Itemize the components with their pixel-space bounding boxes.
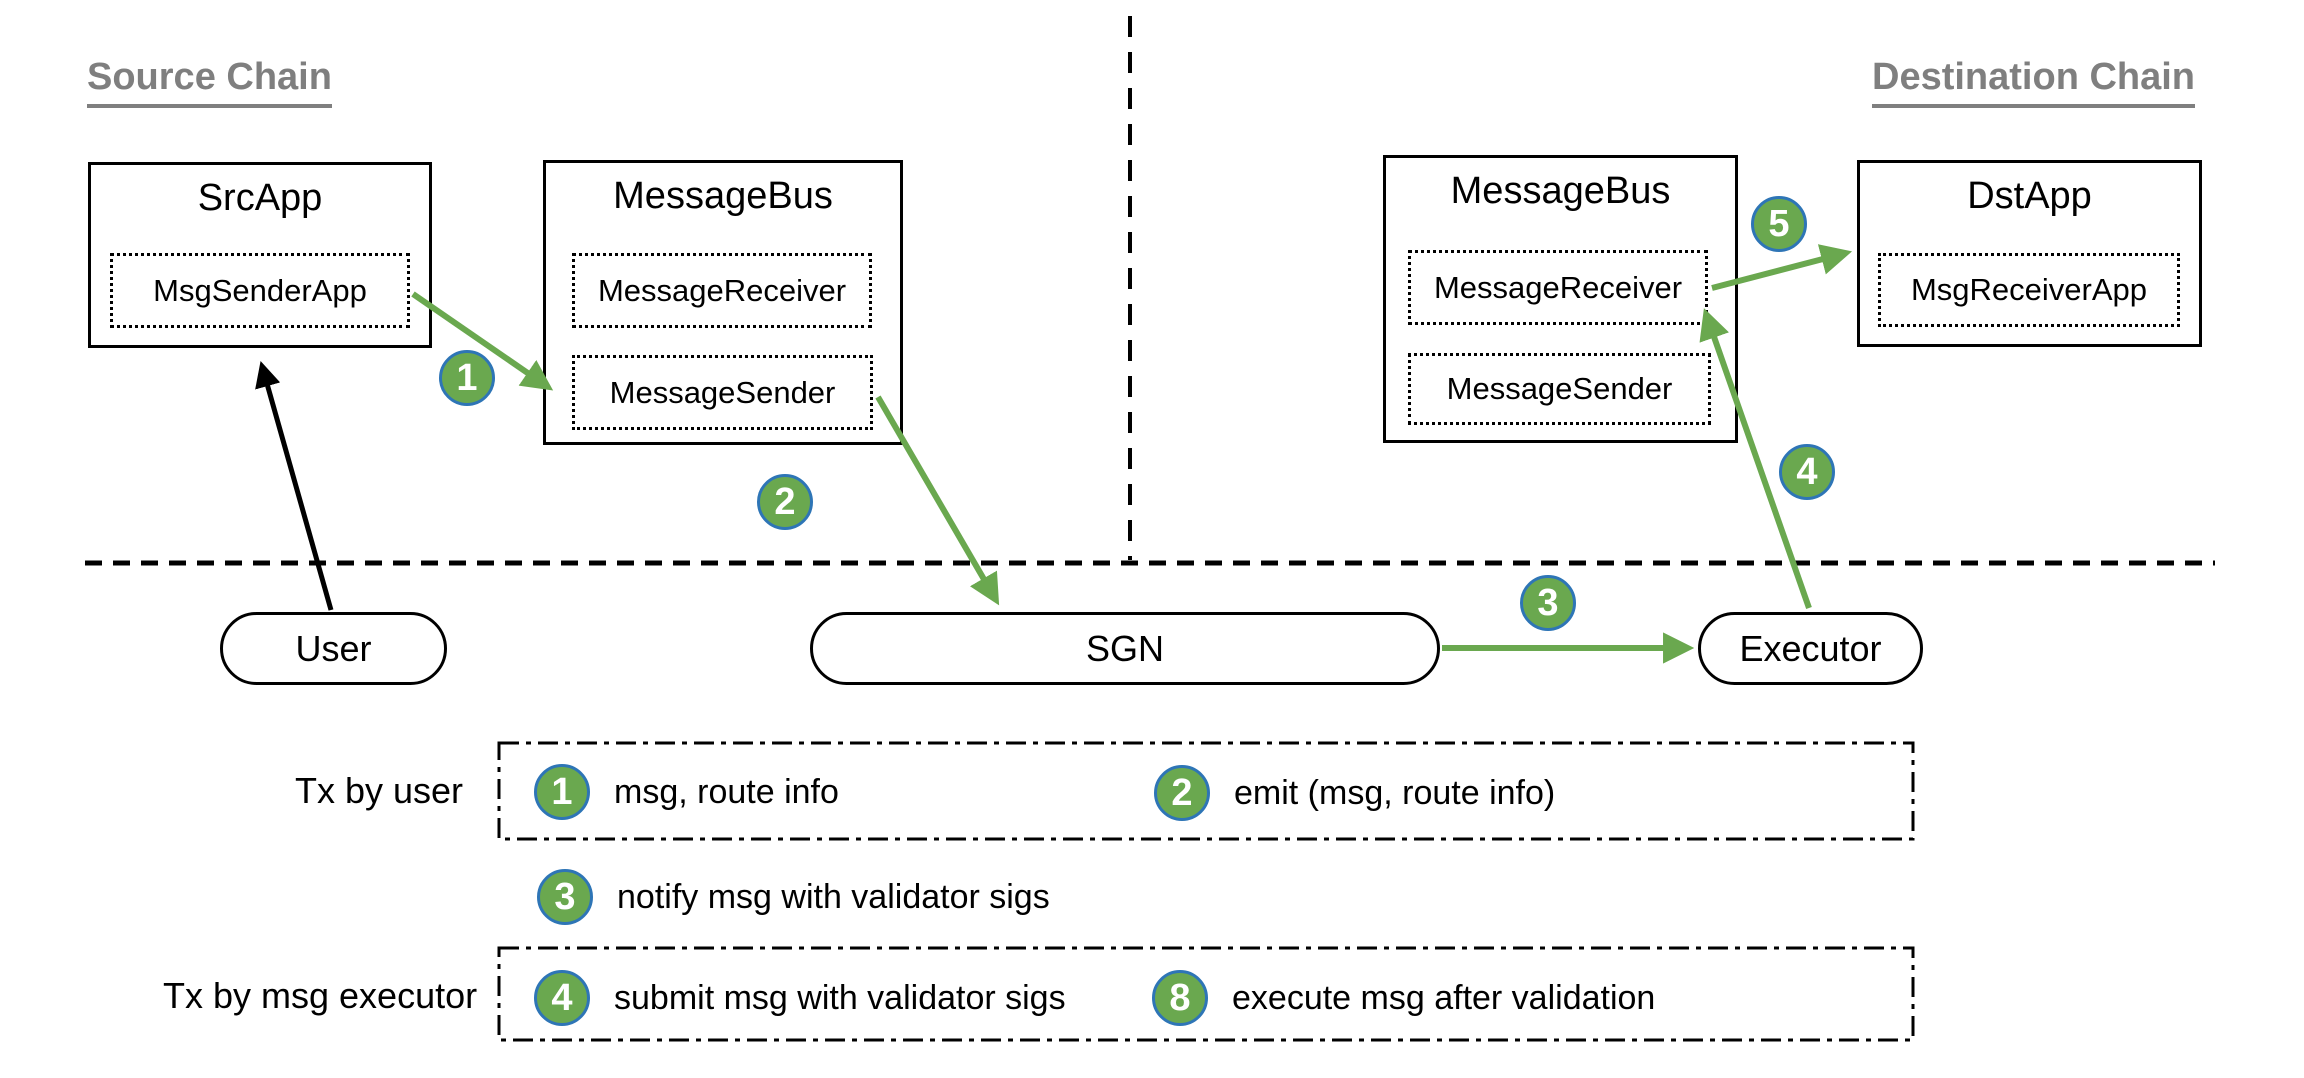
box-srcapp-title: SrcApp [197, 177, 323, 219]
module-msgsenderapp: MsgSenderApp [110, 253, 410, 328]
legend-item-step-1: 1 msg, route info [534, 761, 839, 823]
badge-step-4: 4 [1779, 444, 1835, 500]
module-messagereceiver-source: MessageReceiver [572, 253, 872, 328]
pill-executor: Executor [1698, 612, 1923, 685]
module-messagereceiver-destination: MessageReceiver [1408, 250, 1708, 325]
badge-step-2: 2 [757, 474, 813, 530]
legend-item-step-2: 2 emit (msg, route info) [1154, 762, 1555, 824]
legend-text-4: submit msg with validator sigs [614, 978, 1066, 1017]
box-messagebus-destination-title: MessageBus [1450, 170, 1671, 212]
box-messagebus-destination: MessageBus MessageReceiver MessageSender [1383, 155, 1738, 443]
pill-sgn: SGN [810, 612, 1440, 685]
heading-destination-chain-text: Destination Chain [1872, 56, 2196, 108]
legend-item-step-8: 8 execute msg after validation [1152, 967, 1655, 1029]
module-msgreceiverapp: MsgReceiverApp [1878, 253, 2180, 327]
legend-text-8: execute msg after validation [1232, 978, 1656, 1017]
arrow-user-to-srcapp [255, 360, 334, 611]
legend-text-2: emit (msg, route info) [1234, 773, 1556, 812]
box-dstapp-title: DstApp [1967, 175, 2092, 217]
heading-destination-chain: Destination Chain [1872, 56, 2196, 108]
badge-step-3: 3 [1520, 575, 1576, 631]
box-messagebus-source: MessageBus MessageReceiver MessageSender [543, 160, 903, 445]
legend-item-step-3: 3 notify msg with validator sigs [537, 866, 1050, 928]
module-messagesender-source: MessageSender [572, 355, 873, 430]
module-messagesender-destination: MessageSender [1408, 353, 1711, 425]
pill-user: User [220, 612, 447, 685]
badge-step-5: 5 [1751, 196, 1807, 252]
box-messagebus-source-title: MessageBus [613, 175, 833, 217]
box-dstapp: DstApp MsgReceiverApp [1857, 160, 2202, 347]
legend-badge-3: 3 [537, 869, 593, 925]
badge-step-1: 1 [439, 350, 495, 406]
legend-text-3: notify msg with validator sigs [617, 877, 1050, 916]
box-srcapp: SrcApp MsgSenderApp [88, 162, 432, 348]
legend-badge-8: 8 [1152, 970, 1208, 1026]
legend-label-tx-by-user: Tx by user [294, 770, 463, 811]
legend-text-1: msg, route info [614, 772, 839, 811]
heading-source-chain: Source Chain [87, 56, 332, 108]
legend-badge-1: 1 [534, 764, 590, 820]
legend-badge-4: 4 [534, 970, 590, 1026]
legend-label-tx-by-executor: Tx by msg executor [163, 975, 478, 1016]
heading-source-chain-text: Source Chain [87, 56, 332, 108]
legend-badge-2: 2 [1154, 765, 1210, 821]
legend-item-step-4: 4 submit msg with validator sigs [534, 967, 1066, 1029]
